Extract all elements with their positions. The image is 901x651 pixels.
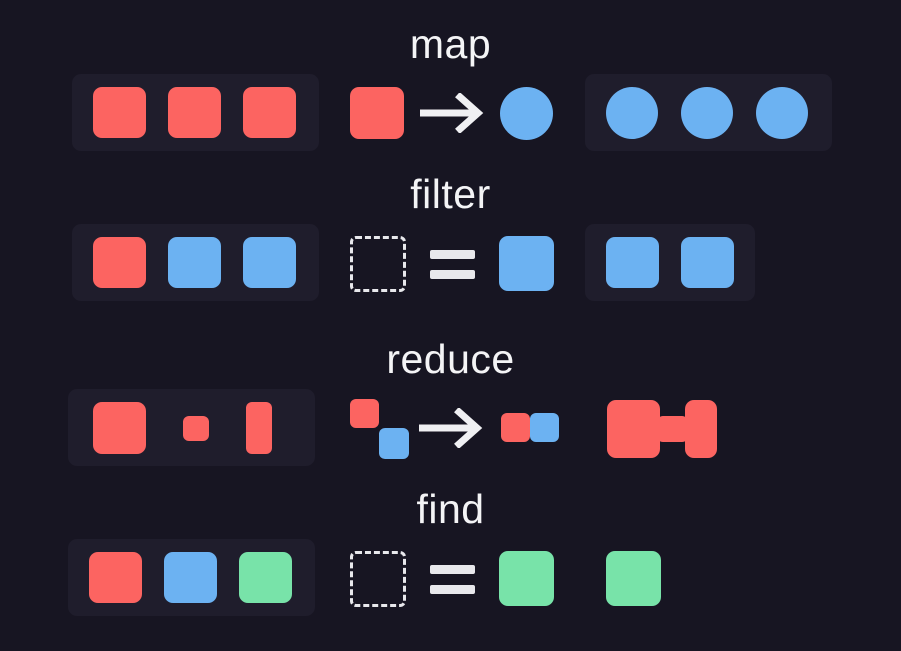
map-output-array	[585, 74, 832, 151]
operator-target-circle	[500, 87, 553, 140]
arrow-right-icon	[418, 93, 490, 133]
operation-label-reduce: reduce	[386, 336, 515, 382]
array-item	[164, 552, 217, 603]
array-item	[93, 402, 146, 454]
array-item	[243, 237, 296, 288]
aggregate-part-small	[657, 416, 688, 442]
predicate-placeholder-square	[350, 551, 406, 607]
find-input-array	[68, 539, 315, 616]
array-item	[93, 87, 146, 138]
result-item	[606, 551, 661, 606]
array-item	[168, 87, 221, 138]
aggregate-part-tall	[685, 400, 717, 458]
filter-input-array	[72, 224, 319, 301]
array-item	[93, 237, 146, 288]
array-item	[681, 87, 733, 139]
map-input-array	[72, 74, 319, 151]
operator-current-square	[379, 428, 409, 459]
predicate-target-square	[499, 236, 554, 291]
operation-row-find: find	[0, 465, 901, 630]
aggregate-part-large	[607, 400, 660, 458]
arrow-right-icon	[417, 408, 489, 448]
predicate-target-square	[499, 551, 554, 606]
operation-label-find: find	[416, 486, 485, 532]
operator-accumulator-square	[350, 399, 379, 428]
operator-result-square-red	[501, 413, 530, 442]
operation-label-filter: filter	[410, 171, 491, 217]
array-item	[243, 87, 296, 138]
filter-output-array	[585, 224, 755, 301]
operation-label-map: map	[409, 21, 492, 67]
equals-icon	[430, 250, 475, 279]
operator-result-square-blue	[530, 413, 559, 442]
predicate-placeholder-square	[350, 236, 406, 292]
array-item	[168, 237, 221, 288]
array-item	[756, 87, 808, 139]
array-item	[89, 552, 142, 603]
reduce-output-aggregate	[607, 400, 717, 458]
array-item	[606, 87, 658, 139]
equals-icon	[430, 565, 475, 594]
array-item	[606, 237, 659, 288]
array-item	[183, 416, 209, 441]
operator-source-square	[350, 87, 404, 139]
array-item	[246, 402, 272, 454]
array-item	[681, 237, 734, 288]
array-item	[239, 552, 292, 603]
operation-row-reduce: reduce	[0, 315, 901, 480]
operation-row-filter: filter	[0, 150, 901, 315]
reduce-input-array	[68, 389, 315, 466]
operation-row-map: map	[0, 0, 901, 165]
